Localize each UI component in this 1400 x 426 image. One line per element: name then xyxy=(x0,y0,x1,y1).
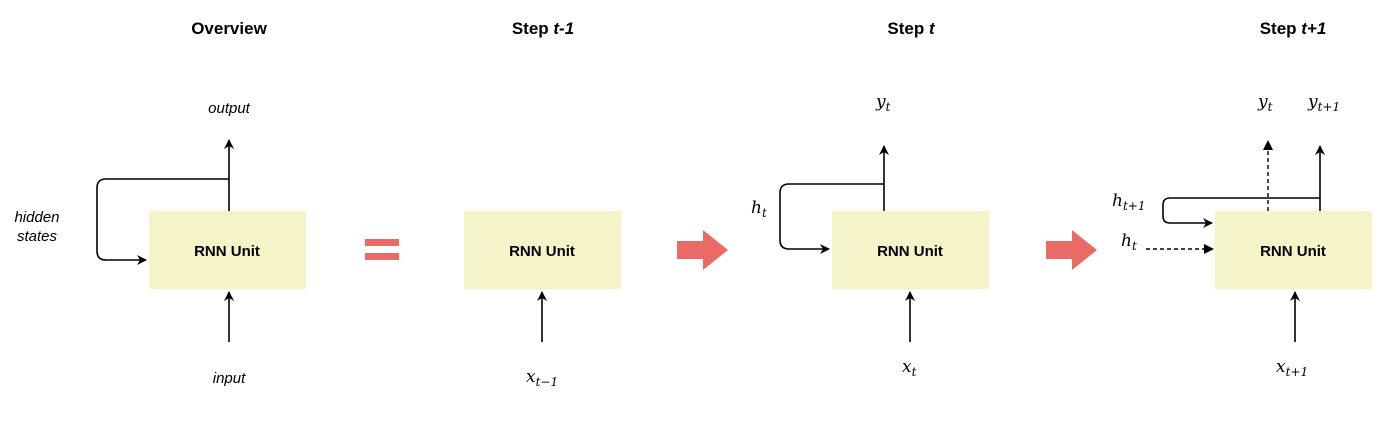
equals-sign xyxy=(365,239,399,260)
overview-panel: Overview RNN Unit output input hidden st… xyxy=(14,19,306,387)
hidden-states-label-line2: states xyxy=(17,228,58,245)
rnn-unit-label: RNN Unit xyxy=(1260,243,1326,260)
output-y-next-label: yt+1 xyxy=(1307,92,1340,114)
rnn-unit-box xyxy=(1215,211,1372,289)
input-label: input xyxy=(213,370,246,387)
hidden-states-label-line1: hidden xyxy=(14,209,59,226)
rnn-unit-box xyxy=(832,211,989,289)
recurrent-loop-arrow xyxy=(96,178,229,265)
input-x-label: xt xyxy=(902,357,917,379)
hidden-h-label: ht xyxy=(751,198,767,220)
input-x-label: xt+1 xyxy=(1276,357,1308,379)
step-next-panel: Step t+1 RNN Unit yt yt+1 ht+1 ht xt+1 xyxy=(1112,19,1372,379)
input-x-label: xt−1 xyxy=(526,367,558,389)
rnn-unit-label: RNN Unit xyxy=(877,243,943,260)
output-label: output xyxy=(208,100,251,117)
step-connector-arrow xyxy=(1046,230,1097,270)
recurrent-loop-arrow xyxy=(1162,197,1320,228)
previous-output-arrowhead xyxy=(1263,140,1273,150)
rnn-unit-label: RNN Unit xyxy=(194,243,260,260)
rnn-unit-box xyxy=(149,211,306,289)
step-prev-panel: Step t-1 RNN Unit xt−1 xyxy=(464,19,621,389)
recurrent-loop-arrow xyxy=(779,183,884,254)
hidden-in-label: ht xyxy=(1121,231,1137,253)
output-y-prev-label: yt xyxy=(1257,92,1273,114)
step-prev-heading: Step t-1 xyxy=(512,19,574,38)
rnn-unit-box xyxy=(464,211,621,289)
step-t-panel: Step t RNN Unit yt ht xt xyxy=(751,19,989,379)
output-y-label: yt xyxy=(875,92,891,114)
step-t-heading: Step t xyxy=(887,19,936,38)
rnn-unit-label: RNN Unit xyxy=(509,243,575,260)
hidden-next-label: ht+1 xyxy=(1112,191,1145,213)
step-connector-arrow xyxy=(677,230,728,270)
overview-heading: Overview xyxy=(191,19,267,38)
incoming-hidden-arrowhead xyxy=(1204,244,1214,254)
step-next-heading: Step t+1 xyxy=(1260,19,1327,38)
